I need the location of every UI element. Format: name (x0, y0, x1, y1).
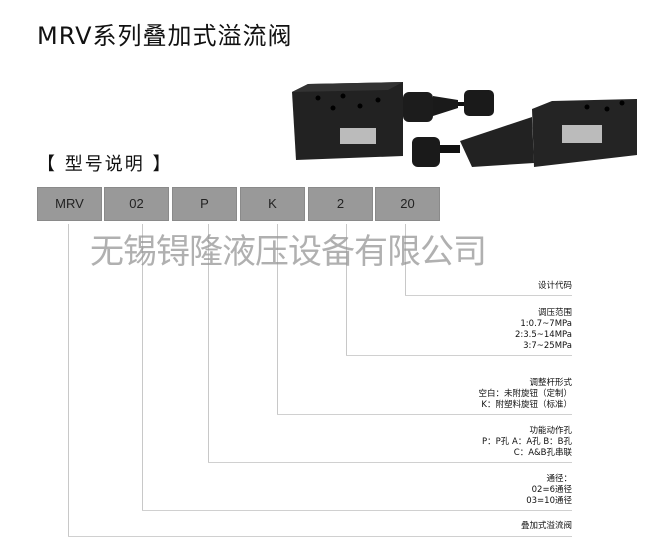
code-box-adjust: K (240, 187, 305, 221)
desc-heading: 调压范围 (537, 308, 572, 318)
desc-line: 02=6通径 (531, 485, 572, 495)
connector-line (142, 510, 572, 511)
page-title: MRV系列叠加式溢流阀 (37, 22, 293, 50)
connector-line (346, 224, 347, 355)
desc-line: 3:7~25MPa (523, 341, 572, 351)
connector-line (68, 224, 69, 536)
desc-line: 空白：未附旋钮（定制） (478, 389, 572, 399)
desc-function-port: 功能动作孔 P：P孔 A：A孔 B：B孔 C：A&B孔串联 (482, 426, 572, 459)
connector-line (208, 462, 572, 463)
connector-line (142, 224, 143, 510)
connector-line (277, 224, 278, 414)
section-heading: 【 型号说明 】 (37, 154, 173, 175)
desc-heading: 调整杆形式 (529, 378, 572, 388)
connector-line (68, 536, 572, 537)
code-box-port: P (172, 187, 237, 221)
desc-design-code: 设计代码 (538, 281, 572, 292)
desc-heading: 设计代码 (537, 281, 572, 291)
connector-line (277, 414, 572, 415)
code-box-design: 20 (375, 187, 440, 221)
code-box-series: MRV (37, 187, 102, 221)
code-box-pressure: 2 (308, 187, 373, 221)
desc-pressure-range: 调压范围 1:0.7~7MPa 2:3.5~14MPa 3:7~25MPa (515, 308, 572, 352)
desc-nominal-size: 通径： 02=6通径 03=10通径 (526, 474, 572, 507)
desc-line: 03=10通径 (526, 496, 572, 506)
code-box-size: 02 (104, 187, 169, 221)
valve-product-image-1 (292, 82, 494, 160)
desc-adjust-type: 调整杆形式 空白：未附旋钮（定制） K：附塑料旋钮（标准） (478, 378, 572, 411)
desc-line: 1:0.7~7MPa (520, 319, 572, 329)
desc-heading: 通径： (546, 474, 572, 484)
desc-heading: 功能动作孔 (529, 426, 572, 436)
desc-line: P：P孔 A：A孔 B：B孔 (482, 437, 572, 447)
desc-line: K：附塑料旋钮（标准） (481, 400, 572, 410)
valve-product-image-2 (412, 99, 637, 167)
desc-heading: 叠加式溢流阀 (520, 521, 572, 531)
desc-line: 2:3.5~14MPa (514, 330, 572, 340)
connector-line (405, 224, 406, 295)
connector-line (208, 224, 209, 462)
desc-valve-type: 叠加式溢流阀 (521, 521, 572, 532)
desc-line: C：A&B孔串联 (513, 448, 572, 458)
connector-line (405, 295, 572, 296)
company-watermark: 无锡锝隆液压设备有限公司 (90, 232, 487, 272)
connector-line (346, 355, 572, 356)
